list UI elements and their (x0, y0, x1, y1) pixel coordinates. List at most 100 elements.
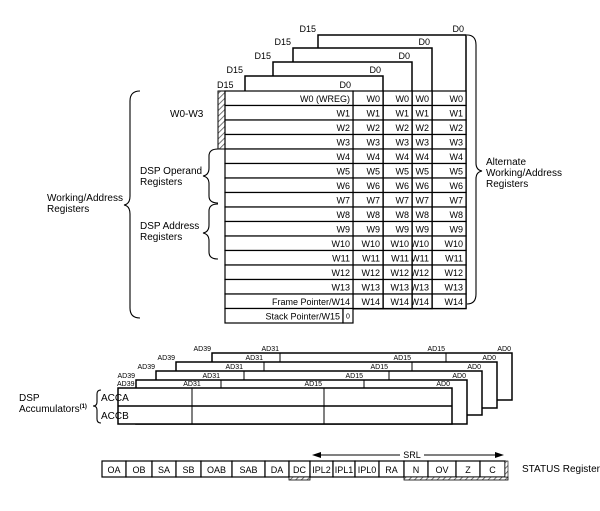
shadow-register-label: W11 (362, 254, 380, 264)
shadow-register-label: W12 (390, 268, 409, 278)
working-register-label: W8 (337, 210, 351, 220)
shadow-register-label: W3 (396, 138, 410, 148)
acc-shadow-ad15: AD15 (393, 355, 411, 362)
alternate-label-3: Registers (486, 179, 528, 190)
shadow-msb-label: D15 (254, 51, 271, 61)
shadow-register-label: W7 (416, 196, 430, 206)
acc-shadow-ad31: AD31 (202, 373, 220, 380)
flags-hatch-marker (403, 476, 509, 481)
shadow-lsb-label: D0 (418, 37, 430, 47)
acc-shadow-ad39: AD39 (157, 355, 175, 362)
shadow-register-label: W10 (390, 239, 409, 249)
shadow-msb-label: D15 (299, 24, 316, 34)
status-bit-label: SAB (239, 465, 257, 475)
working-register-label: W4 (337, 152, 351, 162)
status-bit-label: OV (435, 465, 448, 475)
alternate-label-1: Alternate (486, 157, 526, 168)
status-bit-label: IPL0 (358, 465, 377, 475)
acc-shadow-ad15: AD15 (427, 346, 445, 353)
shadow-register-label: W0 (367, 94, 381, 104)
working-register-label: W0 (WREG) (300, 94, 350, 104)
working-register-label: W2 (337, 123, 351, 133)
shadow-register-label: W9 (450, 225, 464, 235)
shadow-register-label: W7 (450, 196, 464, 206)
shadow-register-label: W6 (416, 181, 430, 191)
working-register-label: W6 (337, 181, 351, 191)
shadow-register-label: W7 (367, 196, 381, 206)
shadow-register-label: W7 (396, 196, 410, 206)
working-register-label: W3 (337, 138, 351, 148)
shadow-register-label: W11 (391, 254, 409, 264)
shadow-register-label: W1 (416, 109, 430, 119)
stack-pointer-lsb-value: 0 (346, 314, 350, 321)
shadow-register-label: W8 (450, 210, 464, 220)
shadow-register-label: W12 (410, 268, 429, 278)
dsp-accumulators-label-1: DSP (19, 393, 40, 404)
working-address-label-1: Working/Address (47, 193, 123, 204)
status-end-hatch-marker (504, 460, 509, 478)
status-bit-label: RA (385, 465, 398, 475)
acc-shadow-ad39: AD39 (117, 373, 135, 380)
working-register-label: W9 (337, 225, 351, 235)
acc-shadow-ad0: AD0 (467, 364, 481, 371)
acc-front-ad0: AD0 (436, 381, 450, 388)
shadow-register-label: W14 (390, 297, 409, 307)
w0-w3-label: W0-W3 (170, 109, 204, 120)
shadow-lsb-label: D0 (369, 65, 381, 75)
shadow-lsb-label: D0 (452, 24, 464, 34)
working-register-row (224, 104, 354, 121)
shadow-register-label: W4 (396, 152, 410, 162)
status-bit-label: OA (107, 465, 120, 475)
shadow-register-label: W13 (444, 283, 463, 293)
shadow-register-label: W11 (445, 254, 463, 264)
shadow-register-label: W0 (396, 94, 410, 104)
shadow-register-label: W13 (361, 283, 380, 293)
acc-shadow-ad39: AD39 (137, 364, 155, 371)
working-register-label: Stack Pointer/W15 (265, 312, 340, 322)
main-msb-label: D15 (217, 80, 234, 90)
working-register-label: W12 (331, 268, 350, 278)
dsp-operand-brace-icon (202, 148, 219, 204)
shadow-register-label: W12 (444, 268, 463, 278)
shadow-register-label: W14 (361, 297, 380, 307)
dsp-accumulators: AD39 AD31 AD15 AD0 ACCA ACCB DSP Accumul… (19, 381, 453, 425)
shadow-register-label: W4 (367, 152, 381, 162)
status-register-label: STATUS Register (522, 464, 600, 475)
shadow-register-label: W13 (410, 283, 429, 293)
shadow-register-label: W0 (450, 94, 464, 104)
register-group-annotations: W0-W3 DSP Operand Registers DSP Address … (47, 34, 562, 319)
status-bit-label: DC (293, 465, 306, 475)
shadow-register-label: W3 (367, 138, 381, 148)
status-bit-label: SB (182, 465, 194, 475)
working-register-label: W1 (337, 109, 351, 119)
acc-shadow-ad0: AD0 (452, 373, 466, 380)
working-register-row (224, 133, 354, 150)
status-bit-label: SA (158, 465, 170, 475)
working-register-row (224, 119, 354, 136)
shadow-register-label: W9 (396, 225, 410, 235)
shadow-register-label: W5 (396, 167, 410, 177)
acc-front-ad31: AD31 (183, 381, 201, 388)
shadow-register-label: W14 (444, 297, 463, 307)
alternate-label-2: Working/Address (486, 168, 562, 179)
shadow-register-label: W13 (390, 283, 409, 293)
dsp-accumulators-label-2: Accumulators(1) (19, 404, 87, 415)
dsp-address-brace-icon (202, 203, 219, 260)
shadow-register-label: W9 (416, 225, 430, 235)
shadow-register-label: W4 (416, 152, 430, 162)
shadow-register-label: W4 (450, 152, 464, 162)
shadow-register-label: W12 (361, 268, 380, 278)
shadow-register-label: W10 (410, 239, 429, 249)
shadow-register-label: W5 (367, 167, 381, 177)
alternate-register-brace-icon (466, 34, 483, 305)
acc-shadow-ad0: AD0 (482, 355, 496, 362)
shadow-register-label: W8 (396, 210, 410, 220)
working-register-row (224, 162, 354, 179)
status-bit-label: Z (465, 465, 471, 475)
working-register-label: W13 (331, 283, 350, 293)
srl-label: SRL (403, 450, 421, 460)
working-register-label: W10 (331, 239, 350, 249)
srl-left-arrow-icon (312, 452, 321, 458)
